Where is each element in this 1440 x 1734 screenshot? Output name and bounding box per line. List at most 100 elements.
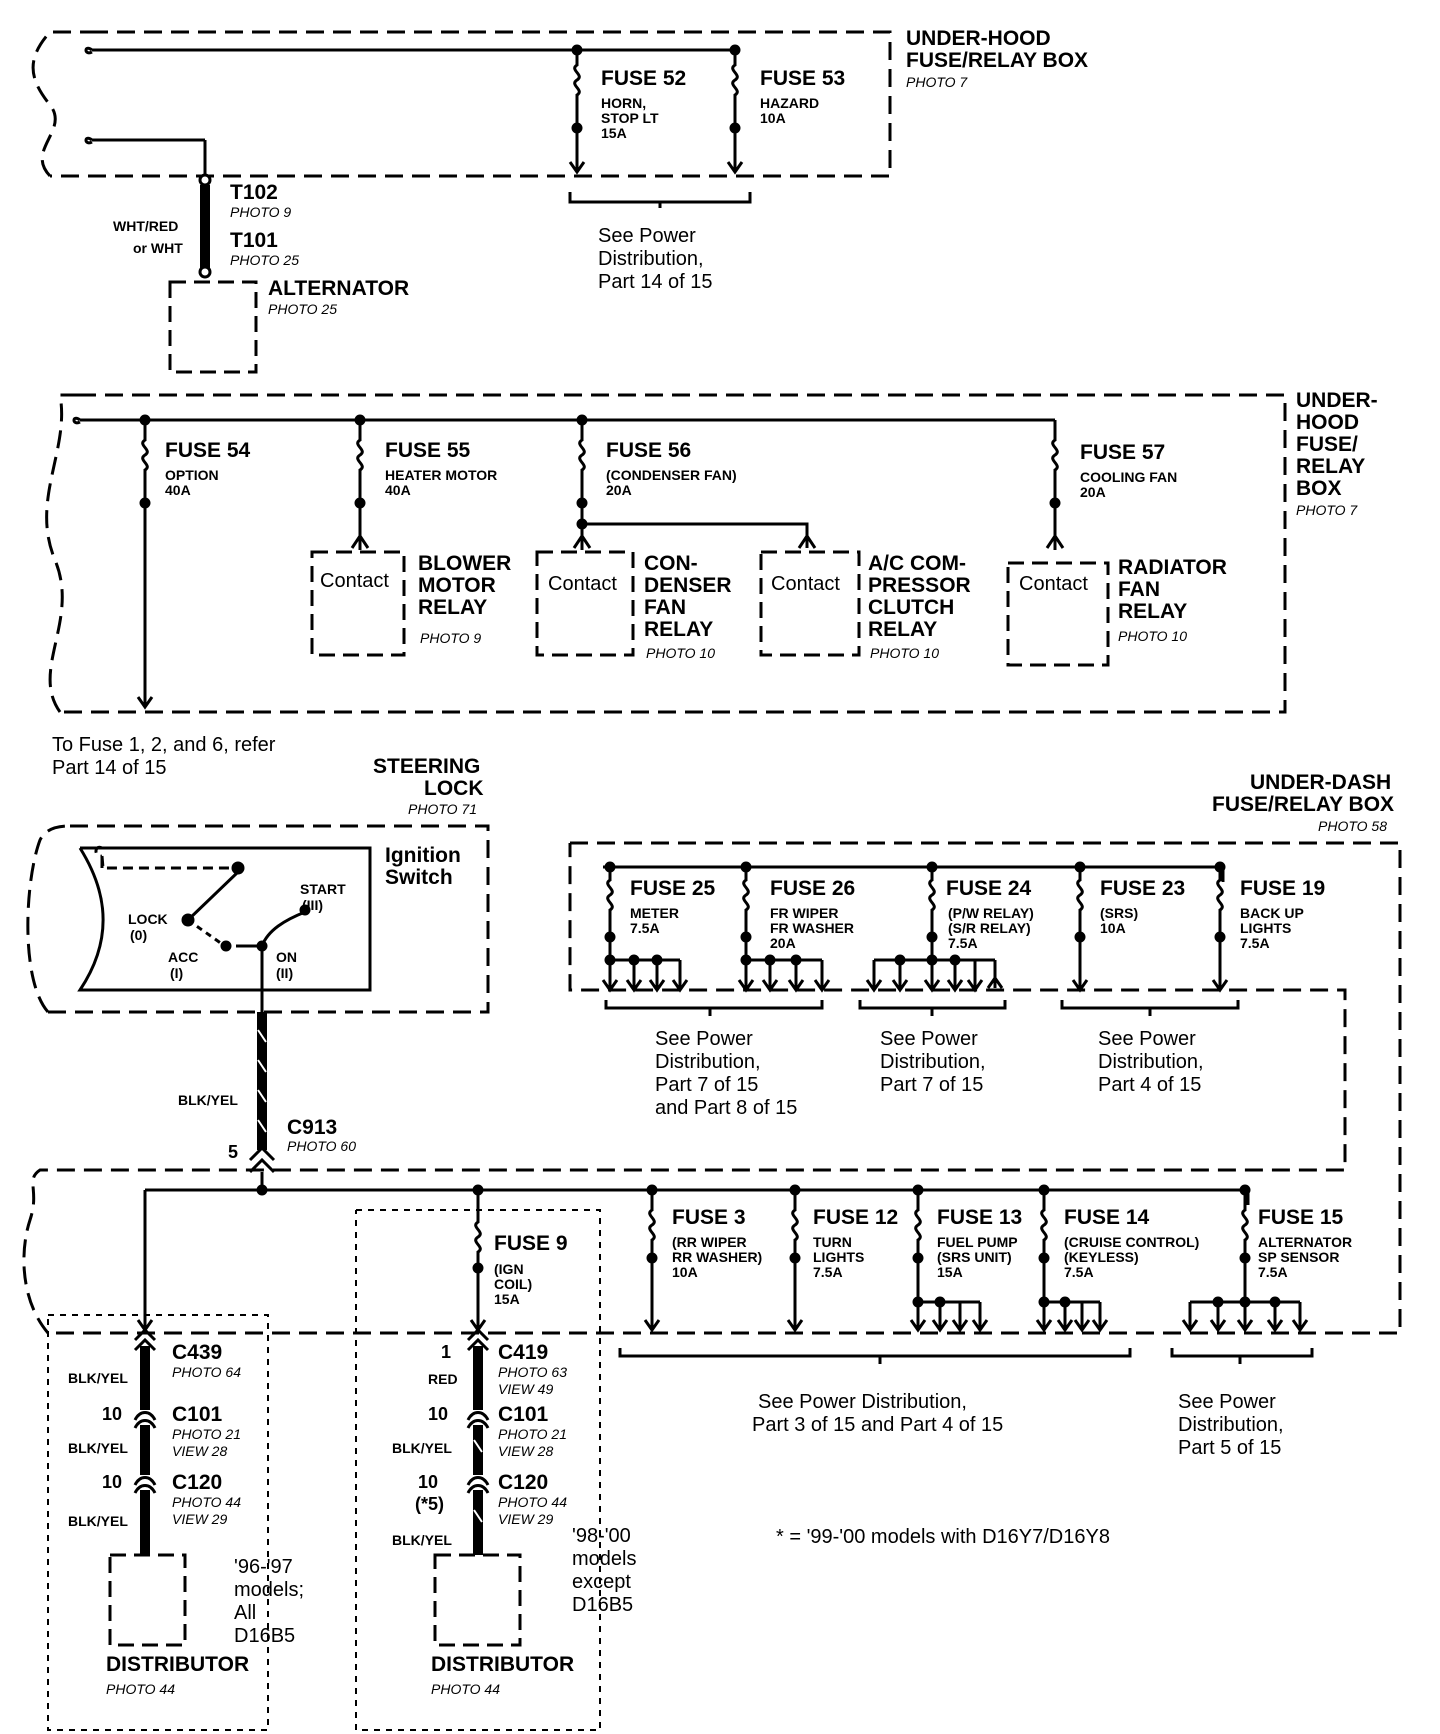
fuse13-desc: FUEL PUMP(SRS UNIT)15A <box>937 1234 1018 1280</box>
condenser-relay-box <box>535 550 635 657</box>
right-c120-photo: PHOTO 44 <box>498 1494 567 1510</box>
fuse24-desc: (P/W RELAY)(S/R RELAY)7.5A <box>948 905 1034 951</box>
steering-box-outline <box>26 824 490 1014</box>
on-position-2: (II) <box>276 965 294 981</box>
top-box-photo: PHOTO 7 <box>906 74 968 90</box>
t102-photo: PHOTO 9 <box>230 204 292 220</box>
left-c101-view: VIEW 28 <box>172 1443 228 1459</box>
t102-label: T102 <box>230 181 278 204</box>
right-distributor-box <box>433 1553 522 1647</box>
steering-photo: PHOTO 71 <box>408 801 477 817</box>
dash-lower-bus <box>145 1188 1250 1205</box>
fuse56-wire <box>572 420 817 550</box>
blower-relay-box <box>310 550 406 657</box>
ac-contact: Contact <box>771 573 840 595</box>
lock-position-2: (0) <box>130 927 148 943</box>
fuse3-wire <box>643 1190 661 1333</box>
fuse53-wire <box>726 50 744 175</box>
radiator-contact: Contact <box>1019 573 1088 595</box>
fuse53-name: FUSE 53 <box>760 67 846 90</box>
mid-bus <box>72 416 1055 425</box>
ignition-blade <box>186 870 240 922</box>
left-c120-label: C120 <box>172 1471 223 1494</box>
fuse24-name: FUSE 24 <box>946 877 1032 900</box>
acc-position-1: ACC <box>168 949 199 965</box>
mid-box-outline <box>45 393 1287 714</box>
right-c101-view: VIEW 28 <box>498 1443 554 1459</box>
c419-label: C419 <box>498 1341 549 1364</box>
dash-box-title-2: FUSE/RELAY BOX <box>1212 793 1395 816</box>
right-distributor-name: DISTRIBUTOR <box>431 1653 575 1676</box>
footnote: * = '99-'00 models with D16Y7/D16Y8 <box>776 1526 1110 1548</box>
c913-pin: 5 <box>228 1142 239 1162</box>
fuse15-name: FUSE 15 <box>1258 1206 1344 1229</box>
dash-box-title-1: UNDER-DASH <box>1250 771 1392 794</box>
start-position-1: START <box>300 881 346 897</box>
fuse57-wire <box>1045 420 1065 550</box>
ign-wire-color: BLK/YEL <box>178 1092 238 1108</box>
c439-label: C439 <box>172 1341 223 1364</box>
c439-photo: PHOTO 64 <box>172 1364 241 1380</box>
blower-contact: Contact <box>320 570 389 592</box>
c913-photo: PHOTO 60 <box>287 1138 356 1154</box>
left-c120-photo: PHOTO 44 <box>172 1494 241 1510</box>
fuse14-wire <box>1035 1190 1109 1333</box>
fuse26-wire <box>737 867 831 993</box>
lock-position-1: LOCK <box>128 911 168 927</box>
right-c101-photo: PHOTO 21 <box>498 1426 567 1442</box>
ignition-switch-outline <box>77 846 372 992</box>
alt-wire-color-2: or WHT <box>133 240 183 256</box>
fuse12-wire <box>786 1190 804 1333</box>
left-c101-label: C101 <box>172 1403 223 1426</box>
fuse23-name: FUSE 23 <box>1100 877 1186 900</box>
left-distributor-box <box>108 1553 187 1647</box>
ac-relay-photo: PHOTO 10 <box>870 645 939 661</box>
on-position-1: ON <box>276 949 297 965</box>
c419-pin: 1 <box>441 1342 452 1362</box>
fuse25-wire <box>601 867 689 993</box>
top-bus <box>84 46 735 55</box>
fuse56-desc: (CONDENSER FAN)20A <box>606 467 737 498</box>
condenser-relay-photo: PHOTO 10 <box>646 645 715 661</box>
mid-box-photo: PHOTO 7 <box>1296 502 1358 518</box>
t101-photo: PHOTO 25 <box>230 252 299 268</box>
alternator-box <box>168 280 258 374</box>
to-fuse-note-2: Part 14 of 15 <box>52 757 167 779</box>
left-c101-photo: PHOTO 21 <box>172 1426 241 1442</box>
ignition-label-2: Switch <box>385 866 453 889</box>
fuse3-name: FUSE 3 <box>672 1206 746 1229</box>
c419-view: VIEW 49 <box>498 1381 554 1397</box>
to-fuse-note-1: To Fuse 1, 2, and 6, refer <box>52 734 276 756</box>
fuse19-wire <box>1211 867 1229 993</box>
radiator-relay-photo: PHOTO 10 <box>1118 628 1187 644</box>
right-wire-2: BLK/YEL <box>392 1440 452 1456</box>
fuse14-desc: (CRUISE CONTROL)(KEYLESS)7.5A <box>1064 1234 1200 1280</box>
left-wire-1: BLK/YEL <box>68 1370 128 1386</box>
steering-title-1: STEERING <box>373 755 481 778</box>
t101-label: T101 <box>230 229 278 252</box>
left-distributor-name: DISTRIBUTOR <box>106 1653 250 1676</box>
fuse54-wire <box>136 420 154 710</box>
start-position-2: (III) <box>302 897 323 913</box>
alternator-photo: PHOTO 25 <box>268 301 337 317</box>
top-box-title-1: UNDER-HOOD <box>906 27 1051 50</box>
radiator-relay-box <box>1006 561 1110 667</box>
fuse14-name: FUSE 14 <box>1064 1206 1150 1229</box>
right-wire-1: RED <box>428 1371 458 1387</box>
blower-relay-photo: PHOTO 9 <box>420 630 482 646</box>
